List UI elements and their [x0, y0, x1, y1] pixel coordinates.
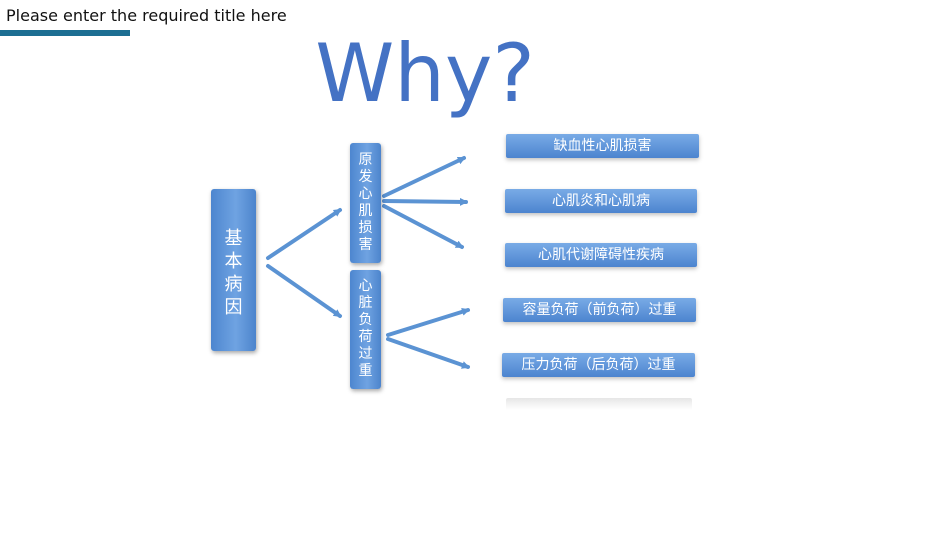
title-underline — [0, 30, 130, 36]
arrow-branch-1-item-1 — [382, 156, 466, 198]
item-box: 缺血性心肌损害 — [506, 134, 699, 158]
slide-heading: Why? — [315, 27, 535, 120]
branch-box-cardiac-overload: 心脏负荷过重 — [350, 270, 381, 389]
arrow-branch-1-item-2 — [382, 197, 468, 206]
item-box: 心肌代谢障碍性疾病 — [505, 243, 697, 267]
branch-label: 原发心肌损害 — [358, 152, 373, 253]
arrow-root-to-branch-2 — [266, 264, 342, 318]
item-box: 压力负荷（后负荷）过重 — [502, 353, 695, 377]
arrow-branch-2-item-2 — [386, 337, 470, 369]
slide-title: Please enter the required title here — [6, 6, 287, 25]
root-cause-label: 基本病因 — [224, 228, 243, 318]
branch-label: 心脏负荷过重 — [358, 278, 373, 379]
item-box: 容量负荷（前负荷）过重 — [503, 298, 696, 322]
arrow-branch-2-item-1 — [386, 307, 470, 337]
root-cause-box: 基本病因 — [211, 189, 256, 351]
arrow-branch-1-item-3 — [382, 204, 464, 249]
box-reflection — [506, 398, 692, 410]
item-box: 心肌炎和心肌病 — [505, 189, 697, 213]
arrow-root-to-branch-1 — [266, 208, 342, 260]
branch-box-primary-myocardial-damage: 原发心肌损害 — [350, 143, 381, 263]
